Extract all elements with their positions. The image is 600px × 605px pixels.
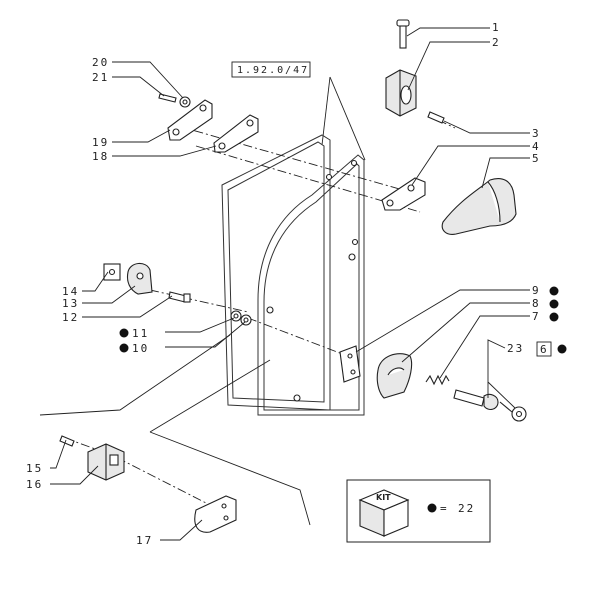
callout-15: 15 xyxy=(26,462,43,475)
callout-21: 21 xyxy=(92,71,109,84)
callout-8-bullet xyxy=(549,299,559,309)
callout-10: 10 xyxy=(132,342,149,355)
latch-plate-part-9 xyxy=(339,345,361,383)
pin-part-12 xyxy=(168,291,191,303)
plate-part-14 xyxy=(103,263,121,281)
kit-label: KIT xyxy=(376,493,391,502)
kit-number: 22 xyxy=(458,502,475,515)
screw-part-3 xyxy=(427,111,445,124)
key-part xyxy=(499,401,527,422)
callout-11-bullet xyxy=(119,328,129,338)
callout-17: 17 xyxy=(136,534,153,547)
callout-10-bullet xyxy=(119,343,129,353)
callout-4: 4 xyxy=(532,140,541,153)
callout-23: 23 xyxy=(507,342,524,355)
callout-14: 14 xyxy=(62,285,79,298)
hinge-plate-part-19 xyxy=(167,99,213,141)
glass-panel-inner xyxy=(257,154,365,416)
kit-equals: = xyxy=(440,502,449,515)
callout-11: 11 xyxy=(132,327,149,340)
leader-lines xyxy=(50,27,530,541)
callout-1: 1 xyxy=(492,21,501,34)
hinge-plate-part-4 xyxy=(381,177,426,211)
callout-13: 13 xyxy=(62,297,79,310)
nut-part-10 xyxy=(240,314,252,326)
callout-6-box xyxy=(536,341,552,357)
washer-part-20 xyxy=(179,96,191,108)
washer-part-11 xyxy=(230,310,242,322)
callout-19: 19 xyxy=(92,136,109,149)
bolt-part-1 xyxy=(396,19,410,49)
callout-9: 9 xyxy=(532,284,541,297)
callout-labels: 1 2 3 4 5 6 23 9 8 7 20 21 19 18 14 13 1… xyxy=(26,21,567,547)
hinge-plate-part-18 xyxy=(213,114,259,153)
kit-box-icon xyxy=(358,489,410,537)
spring-part-7 xyxy=(425,374,450,386)
callout-6: 6 xyxy=(540,343,549,356)
callout-2: 2 xyxy=(492,36,501,49)
reference-box: 1.92.0/47 xyxy=(231,61,366,161)
glass-panel-outer xyxy=(221,134,331,411)
callout-12: 12 xyxy=(62,311,79,324)
screw-part-15 xyxy=(59,435,75,447)
latch-body-part-8 xyxy=(376,353,413,399)
bracket-part-17 xyxy=(194,495,237,533)
callout-5: 5 xyxy=(532,152,541,165)
handle-part-5 xyxy=(441,177,517,235)
lock-cylinder-part xyxy=(453,389,499,411)
callout-7: 7 xyxy=(532,310,541,323)
striker-block-part-16 xyxy=(87,443,125,481)
callout-7-bullet xyxy=(549,312,559,322)
callout-18: 18 xyxy=(92,150,109,163)
kit-legend: KIT = 22 xyxy=(346,479,491,543)
latch-hook-part-13 xyxy=(126,262,153,295)
callout-20: 20 xyxy=(92,56,109,69)
hinge-bracket-part-2 xyxy=(385,69,417,117)
callout-8: 8 xyxy=(532,297,541,310)
callout-9-bullet xyxy=(549,286,559,296)
callout-16: 16 xyxy=(26,478,43,491)
screw-part-21 xyxy=(158,93,177,103)
kit-bullet xyxy=(427,503,437,513)
reference-code: 1.92.0/47 xyxy=(237,65,309,76)
callout-3: 3 xyxy=(532,127,541,140)
callout-6-bullet xyxy=(557,344,567,354)
